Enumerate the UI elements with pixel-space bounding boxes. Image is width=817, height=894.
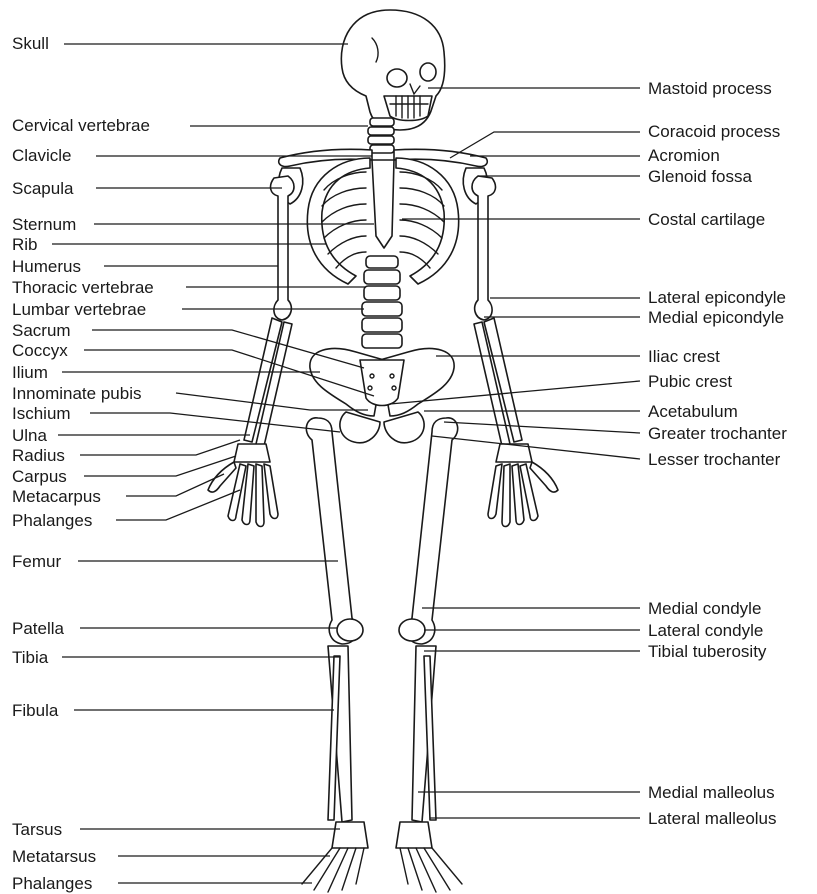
cervical-vertebrae-bone: [368, 118, 394, 153]
hand-bones: [208, 444, 558, 527]
label-costal-cartilage: Costal cartilage: [648, 210, 765, 229]
skull-bone: [341, 10, 444, 130]
label-cervical-vertebrae: Cervical vertebrae: [12, 116, 150, 135]
label-innominate-pubis: Innominate pubis: [12, 384, 141, 403]
label-medial-malleolus: Medial malleolus: [648, 783, 775, 802]
label-lumbar-vertebrae: Lumbar vertebrae: [12, 300, 146, 319]
label-phalanges-hand: Phalanges: [12, 511, 92, 530]
label-sacrum: Sacrum: [12, 321, 71, 340]
label-tibia: Tibia: [12, 648, 49, 667]
label-lateral-epicondyle: Lateral epicondyle: [648, 288, 786, 307]
label-tarsus: Tarsus: [12, 820, 62, 839]
label-ilium: Ilium: [12, 363, 48, 382]
leg-bones: [306, 418, 457, 822]
label-iliac-crest: Iliac crest: [648, 347, 720, 366]
label-acetabulum: Acetabulum: [648, 402, 738, 421]
label-rib: Rib: [12, 235, 38, 254]
label-metatarsus: Metatarsus: [12, 847, 96, 866]
label-greater-trochanter: Greater trochanter: [648, 424, 787, 443]
label-sternum: Sternum: [12, 215, 76, 234]
label-ischium: Ischium: [12, 404, 71, 423]
label-skull: Skull: [12, 34, 49, 53]
label-medial-condyle: Medial condyle: [648, 599, 761, 618]
label-glenoid-fossa: Glenoid fossa: [648, 167, 752, 186]
label-ulna: Ulna: [12, 426, 48, 445]
label-lateral-malleolus: Lateral malleolus: [648, 809, 777, 828]
spine-bone: [362, 256, 402, 348]
label-carpus: Carpus: [12, 467, 67, 486]
label-femur: Femur: [12, 552, 61, 571]
label-phalanges-foot: Phalanges: [12, 874, 92, 893]
left-labels: Skull Cervical vertebrae Clavicle Scapul…: [12, 34, 154, 893]
label-scapula: Scapula: [12, 179, 74, 198]
label-radius: Radius: [12, 446, 65, 465]
label-humerus: Humerus: [12, 257, 81, 276]
label-pubic-crest: Pubic crest: [648, 372, 732, 391]
label-metacarpus: Metacarpus: [12, 487, 101, 506]
label-tibial-tuberosity: Tibial tuberosity: [648, 642, 767, 661]
label-coccyx: Coccyx: [12, 341, 68, 360]
label-clavicle: Clavicle: [12, 146, 72, 165]
label-lateral-condyle: Lateral condyle: [648, 621, 763, 640]
label-coracoid-process: Coracoid process: [648, 122, 780, 141]
skeleton-illustration: [208, 10, 558, 892]
label-patella: Patella: [12, 619, 65, 638]
label-acromion: Acromion: [648, 146, 720, 165]
label-mastoid-process: Mastoid process: [648, 79, 772, 98]
label-thoracic-vertebrae: Thoracic vertebrae: [12, 278, 154, 297]
right-labels: Mastoid process Coracoid process Acromio…: [648, 79, 787, 828]
label-lesser-trochanter: Lesser trochanter: [648, 450, 781, 469]
foot-bones: [302, 822, 462, 892]
label-fibula: Fibula: [12, 701, 59, 720]
label-medial-epicondyle: Medial epicondyle: [648, 308, 784, 327]
